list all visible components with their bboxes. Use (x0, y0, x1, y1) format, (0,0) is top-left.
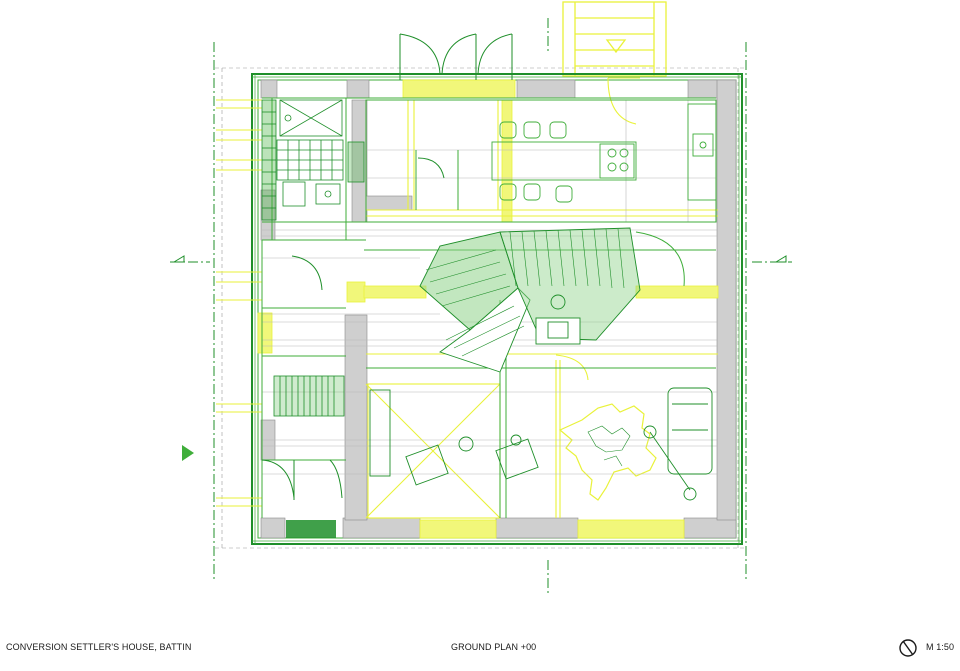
plan-name: GROUND PLAN +00 (451, 642, 537, 652)
kitchen (491, 103, 717, 203)
stair-treads (425, 228, 625, 357)
bathroom-fixtures (279, 99, 343, 207)
stair-door-swing (635, 231, 685, 287)
entrance-arrow-icon (182, 445, 194, 461)
grid-lines (215, 67, 745, 549)
floor-green-block (286, 520, 336, 538)
windows-yellow (257, 79, 719, 539)
side-stair (273, 375, 345, 417)
bathroom-tiles (261, 99, 365, 221)
rug (558, 403, 657, 501)
stair-direction-icon (605, 39, 627, 54)
rug-interior (587, 425, 631, 467)
entrance-steps (562, 1, 667, 77)
north-arrow-icon (899, 639, 917, 657)
yellow-lines (216, 77, 718, 519)
section-arrows (172, 255, 787, 263)
project-title: CONVERSION SETTLER'S HOUSE, BATTIN (6, 642, 192, 652)
doors (261, 33, 513, 500)
scale-label: M 1:50 (926, 642, 955, 652)
living-furniture (369, 387, 713, 501)
